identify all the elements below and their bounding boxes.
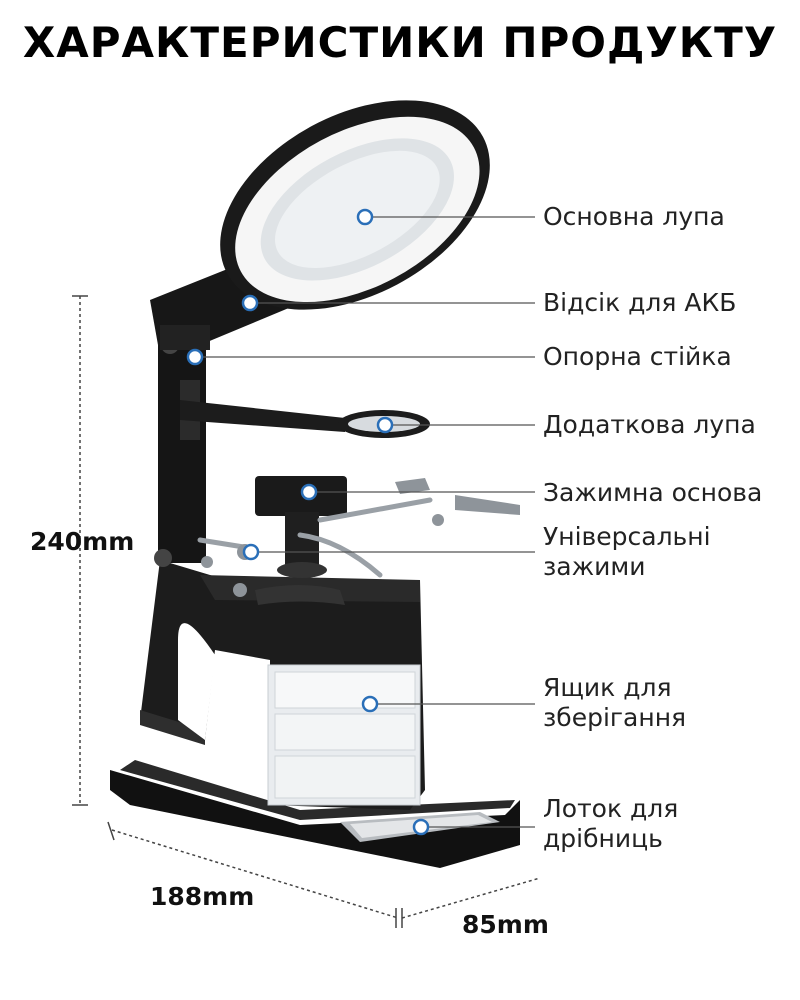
height-dimension-label: 240mm bbox=[30, 527, 135, 556]
label-line: дрібниць bbox=[543, 824, 663, 853]
post-graphic bbox=[154, 336, 206, 567]
label-extra-magnifier: Додаткова лупа bbox=[543, 410, 756, 440]
label-line: Додаткова лупа bbox=[543, 410, 756, 439]
marker-small-parts-tray bbox=[412, 818, 430, 836]
page-title: ХАРАКТЕРИСТИКИ ПРОДУКТУ bbox=[22, 18, 778, 67]
clamp-base-graphic bbox=[255, 476, 347, 578]
label-clamp-base: Зажимна основа bbox=[543, 478, 762, 508]
label-battery-compartment: Відсік для АКБ bbox=[543, 288, 736, 318]
label-small-parts-tray: Лоток для дрібниць bbox=[543, 794, 678, 854]
marker-universal-clamps bbox=[242, 543, 260, 561]
label-support-stand: Опорна стійка bbox=[543, 342, 732, 372]
length-dimension-label: 188mm bbox=[150, 882, 255, 911]
marker-dots bbox=[186, 208, 430, 836]
label-line: Опорна стійка bbox=[543, 342, 732, 371]
label-main-magnifier: Основна лупа bbox=[543, 202, 725, 232]
label-line: Зажимна основа bbox=[543, 478, 763, 507]
alligator-clips bbox=[201, 478, 520, 597]
leader-lines bbox=[202, 216, 535, 828]
marker-clamp-base bbox=[300, 483, 318, 501]
label-line: Універсальні bbox=[543, 522, 711, 551]
magnifier-graphic bbox=[220, 100, 490, 310]
label-universal-clamps: Універсальні зажими bbox=[543, 522, 711, 582]
marker-storage-box bbox=[361, 695, 379, 713]
label-line: Ящик для bbox=[543, 673, 672, 702]
label-line: Лоток для bbox=[543, 794, 679, 823]
width-dimension-label: 85mm bbox=[462, 910, 549, 939]
extra-magnifier-graphic bbox=[180, 400, 430, 438]
marker-support-stand bbox=[186, 348, 204, 366]
label-storage-box: Ящик для зберігання bbox=[543, 673, 686, 733]
label-line: зажими bbox=[543, 552, 646, 581]
drawers-graphic bbox=[267, 664, 421, 806]
marker-main-magnifier bbox=[356, 208, 374, 226]
label-line: Відсік для АКБ bbox=[543, 288, 737, 317]
label-line: зберігання bbox=[543, 703, 687, 732]
marker-extra-magnifier bbox=[376, 416, 394, 434]
marker-battery-compartment bbox=[241, 294, 259, 312]
label-line: Основна лупа bbox=[543, 202, 725, 231]
length-dimension-line bbox=[111, 829, 541, 919]
